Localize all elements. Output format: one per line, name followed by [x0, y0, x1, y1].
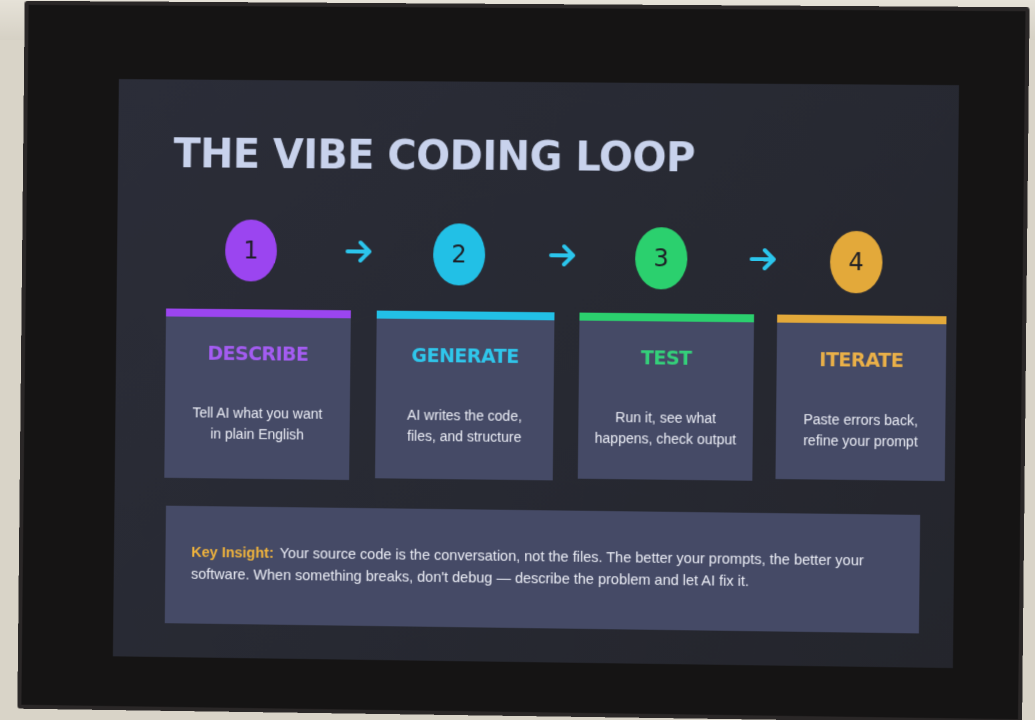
key-insight-text: Your source code is the conversation, no… [191, 546, 864, 590]
step-description-line: happens, check output [586, 428, 745, 451]
step-description: Run it, see what happens, check output [586, 407, 745, 451]
monitor-frame: THE VIBE CODING LOOP 1 2 3 4 DESCRIBE Te… [17, 1, 1029, 720]
step-description-line: refine your prompt [784, 430, 937, 453]
step-description-line: Paste errors back, [784, 409, 937, 432]
step-label: ITERATE [777, 349, 947, 373]
step-card-test: TEST Run it, see what happens, check out… [578, 321, 754, 481]
step-label: GENERATE [376, 345, 554, 369]
step-description: AI writes the code, files, and structure [383, 404, 545, 448]
step-description-line: files, and structure [383, 425, 545, 448]
arrow-right-icon [344, 236, 374, 266]
step-number-2: 2 [433, 223, 486, 285]
arrow-right-icon [748, 244, 778, 274]
key-insight-label: Key Insight: [191, 545, 274, 562]
key-insight-box: Key Insight:Your source code is the conv… [165, 506, 920, 634]
step-description-line: AI writes the code, [384, 404, 546, 427]
arrow-right-icon [548, 240, 578, 270]
step-card-describe: DESCRIBE Tell AI what you want in plain … [164, 316, 350, 480]
step-description: Tell AI what you want in plain English [173, 402, 342, 446]
card-accent-bar [777, 315, 946, 325]
card-accent-bar [377, 311, 555, 321]
step-label: TEST [579, 347, 754, 371]
step-description-line: Tell AI what you want [173, 402, 342, 425]
step-description: Paste errors back, refine your prompt [784, 409, 938, 453]
step-label: DESCRIBE [165, 342, 350, 366]
card-accent-bar [166, 308, 351, 318]
step-number-4: 4 [830, 231, 883, 294]
step-number-1: 1 [225, 219, 277, 281]
slide: THE VIBE CODING LOOP 1 2 3 4 DESCRIBE Te… [113, 79, 959, 668]
step-number-3: 3 [635, 227, 688, 290]
step-description-line: Run it, see what [586, 407, 745, 430]
step-description-line: in plain English [173, 423, 342, 446]
step-card-iterate: ITERATE Paste errors back, refine your p… [775, 323, 946, 481]
step-card-generate: GENERATE AI writes the code, files, and … [375, 319, 554, 481]
card-accent-bar [579, 313, 754, 323]
slide-title: THE VIBE CODING LOOP [173, 131, 695, 181]
